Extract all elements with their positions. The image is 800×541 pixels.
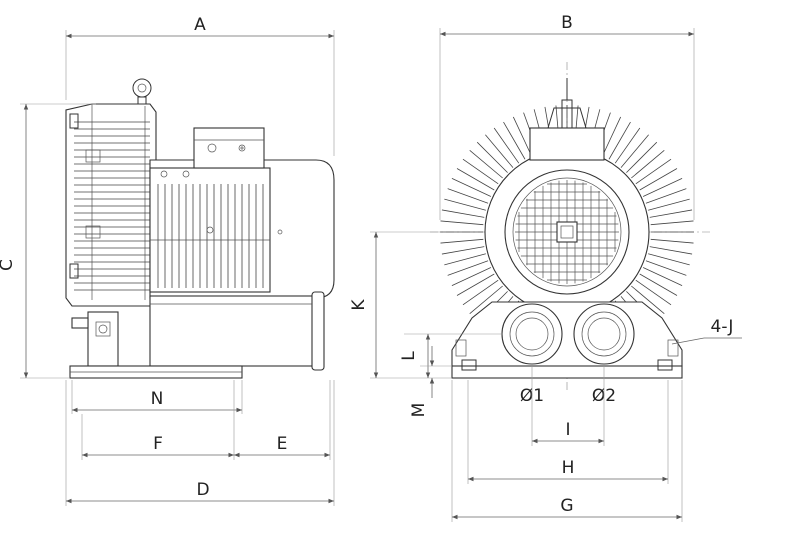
terminal-box [193, 127, 265, 169]
side-port [71, 311, 119, 367]
port-1 [501, 303, 563, 365]
label-b: B [561, 13, 573, 33]
side-fins [74, 121, 150, 291]
fan-cover [504, 169, 630, 295]
label-f: F [153, 434, 163, 454]
label-c: C [0, 259, 17, 271]
label-e: E [277, 434, 288, 454]
label-m: M [409, 403, 429, 418]
label-g: G [560, 496, 573, 516]
side-dimensions: A C N F E D [0, 15, 335, 506]
label-i: I [565, 420, 570, 440]
lifting-eye [132, 78, 152, 107]
blower-housing [65, 103, 157, 307]
label-n: N [151, 389, 164, 409]
label-k: K [349, 299, 369, 311]
side-base [69, 365, 243, 379]
front-top-bracket [529, 78, 605, 161]
front-dimensions: B K L M 4-J Ø1 Ø2 I H G [349, 13, 742, 522]
motor-fins [157, 184, 264, 288]
side-view [65, 78, 335, 379]
label-a: A [194, 15, 206, 35]
front-base [451, 301, 683, 379]
motor-body [149, 159, 335, 299]
label-h: H [562, 458, 575, 478]
port-2 [573, 303, 635, 365]
label-d: D [196, 480, 209, 500]
label-4j: 4-J [711, 317, 734, 337]
label-l: L [399, 351, 419, 361]
front-view [430, 62, 710, 390]
side-silencer [149, 291, 325, 371]
